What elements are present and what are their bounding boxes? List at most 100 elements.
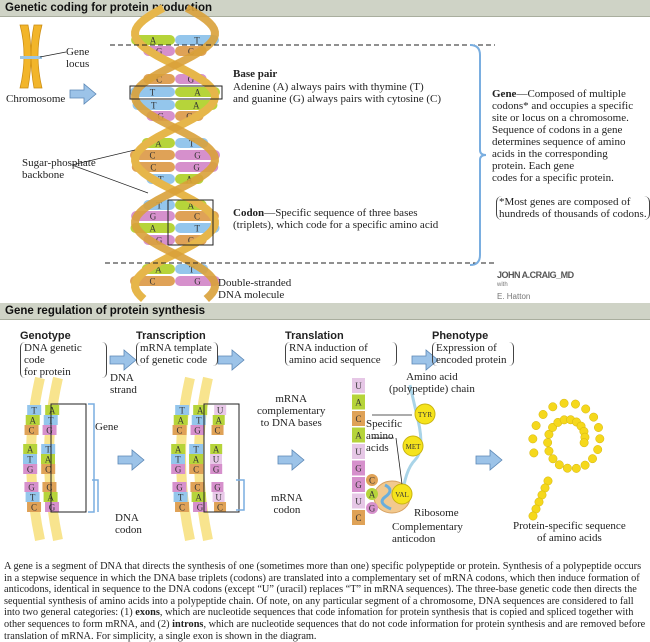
base-letter: A	[150, 36, 157, 46]
trna-icon	[380, 483, 392, 511]
base-letter: A	[194, 88, 201, 98]
mrna-base	[352, 477, 365, 492]
base-T	[27, 405, 42, 415]
base-C	[189, 464, 204, 474]
amino-acid-bead	[528, 511, 538, 521]
backbone-leader	[71, 149, 149, 194]
mrna-letter: A	[213, 445, 220, 455]
base-C	[24, 425, 39, 435]
base-letter: C	[149, 151, 155, 161]
mrna-base	[212, 492, 225, 502]
base-letter: T	[196, 416, 202, 426]
base-letter: A	[188, 201, 195, 211]
base-letter: A	[195, 493, 202, 503]
base-letter: A	[155, 265, 162, 275]
dna-codon-label: DNA codon	[115, 512, 142, 536]
arrow-icon	[109, 349, 137, 371]
base-G	[45, 502, 60, 512]
codon-box	[167, 199, 214, 246]
gene-title: Gene	[492, 88, 517, 100]
base-pair-line2: and guanine (G) always pairs with cytosi…	[233, 93, 442, 105]
caption-paragraph: A gene is a segment of DNA that directs …	[4, 561, 646, 642]
mrna-base	[352, 460, 365, 476]
gene-locus-band	[20, 56, 42, 59]
mrna-base	[210, 454, 222, 464]
base-letter: T	[150, 88, 156, 98]
amino-acid-label: VAL	[395, 491, 408, 499]
stage-translation-desc: RNA induction of amino acid sequence	[285, 342, 397, 366]
amino-acid-bead	[593, 445, 603, 455]
base-letter: T	[45, 445, 51, 455]
coartist-label: E. Hatton	[497, 292, 531, 301]
mrna-base	[211, 425, 224, 435]
base-G	[42, 425, 57, 435]
base-letter: G	[28, 483, 35, 493]
amino-acid-met	[402, 435, 424, 457]
anticodon-base	[366, 488, 378, 500]
base-letter: T	[195, 224, 201, 234]
arrow-icon	[411, 349, 439, 371]
base-A	[45, 405, 60, 415]
stage-phenotype-desc: Expression of encoded protein	[432, 342, 514, 366]
chromosome-label: Chromosome	[6, 93, 66, 105]
mrna-letter: G	[355, 464, 362, 474]
mrna-letter: U	[355, 497, 362, 507]
base-letter: G	[156, 236, 163, 246]
base-letter: C	[194, 483, 200, 493]
base-letter: T	[178, 493, 184, 503]
mrna-letter: C	[355, 414, 361, 424]
base-letter: G	[188, 75, 195, 85]
mrna-letter: U	[355, 381, 362, 391]
mrna-base	[352, 510, 365, 525]
base-letter: C	[193, 465, 199, 475]
base-letter: G	[194, 426, 201, 436]
base-letter: G	[176, 483, 183, 493]
amino-acid-bead	[544, 446, 554, 456]
base-letter: C	[188, 236, 194, 246]
mrna-letter: U	[217, 406, 224, 416]
amino-acid-bead	[571, 399, 580, 409]
base-letter: C	[29, 426, 35, 436]
base-letter: C	[31, 503, 37, 513]
gene-locus-label: Gene locus	[66, 46, 90, 70]
base-pair-box	[129, 85, 223, 100]
amino-acid-tyr	[414, 403, 436, 425]
base-letter: C	[179, 503, 185, 513]
mrna-letter: C	[217, 503, 223, 513]
base-letter: G	[46, 426, 53, 436]
base-letter: A	[177, 416, 184, 426]
mrna-base	[212, 415, 225, 425]
base-T	[173, 492, 188, 502]
amino-acid-bead	[559, 398, 569, 408]
base-letter: G	[156, 47, 163, 57]
base-A	[189, 454, 203, 464]
amino-acid-bead	[579, 438, 589, 448]
mrna-letter: C	[215, 426, 221, 436]
base-letter: A	[29, 416, 36, 426]
base-letter: G	[150, 212, 157, 222]
base-C	[172, 425, 187, 435]
base-A	[173, 415, 188, 425]
base-C	[175, 502, 190, 512]
base-letter: T	[175, 455, 181, 465]
base-letter: T	[31, 406, 37, 416]
sugar-phosphate-strand	[131, 4, 219, 302]
mrna-base	[352, 394, 365, 410]
mrna-base	[211, 482, 224, 492]
anticodon-label: Complementary anticodon	[392, 521, 463, 545]
base-letter: A	[193, 455, 200, 465]
amino-acid-bead	[580, 460, 590, 470]
artist-signature: JOHN A.CRAIG_MD	[497, 270, 574, 280]
mrna-base	[210, 464, 223, 474]
base-letter: G	[197, 503, 204, 513]
anticodon-base	[366, 474, 378, 486]
base-letter: A	[155, 139, 162, 149]
amino-acid-bead	[543, 438, 553, 447]
stage-phenotype-title: Phenotype	[432, 330, 489, 342]
amino-acid-bead	[589, 412, 599, 422]
stage-transcription-desc: mRNA template of genetic code	[136, 342, 218, 366]
base-letter: C	[45, 465, 51, 475]
base-T	[175, 405, 190, 415]
base-letter: C	[188, 47, 194, 57]
amino-acid-bead	[594, 423, 603, 432]
